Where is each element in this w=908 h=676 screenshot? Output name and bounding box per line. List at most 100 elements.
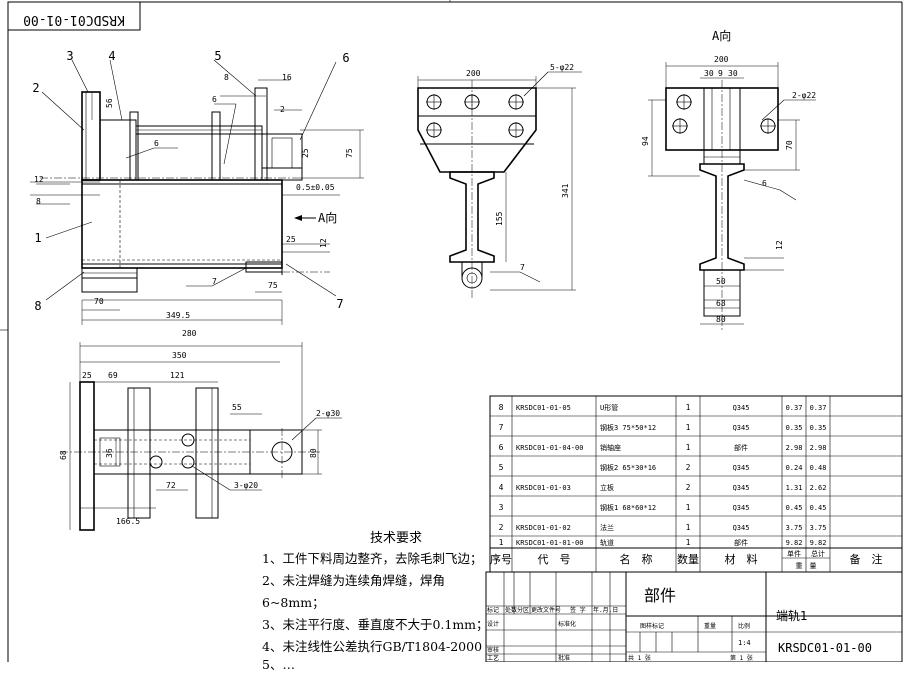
bom-header-code: 代 号 (538, 553, 571, 566)
tech-req-line-4: 3、未注平行度、垂直度不大于0.1mm； (262, 617, 489, 632)
end-dim-50: 50 (716, 277, 726, 286)
balloon-8: 8 (34, 299, 41, 313)
tb-label-date: 年.月.日 (593, 606, 618, 614)
tb-label-standard: 标准化 (558, 620, 576, 628)
dim-56: 56 (105, 98, 114, 108)
dim-75b: 75 (268, 281, 278, 290)
plan-holes-3: 3-φ20 (234, 481, 258, 490)
dim-tolerance: 0.5±0.05 (296, 183, 335, 192)
end-dim-9: 9 (718, 69, 723, 78)
bom-material: Q345 (733, 404, 750, 412)
balloon-7: 7 (336, 297, 343, 311)
bom-total-weight: 9.82 (810, 539, 827, 547)
bom-qty: 1 (686, 443, 691, 452)
plan-dim-25: 25 (82, 371, 92, 380)
bom-qty: 2 (686, 463, 691, 472)
bom-qty: 1 (686, 403, 691, 412)
plan-dim-350: 350 (172, 351, 187, 360)
bom-total-weight: 0.37 (810, 404, 827, 412)
side-holes: 5-φ22 (550, 63, 574, 72)
dim-8-left: 8 (36, 197, 41, 206)
bom-no: 3 (499, 503, 504, 512)
balloon-2: 2 (32, 81, 39, 95)
bom-header-qty: 数量 (677, 553, 699, 566)
tech-req-line-5: 4、未注线性公差执行GB/T1804-2000 (262, 639, 483, 654)
weld-7b: 7 (520, 263, 525, 272)
tech-req-line-6: 5、… (262, 657, 295, 672)
tb-label-scale: 比例 (738, 622, 750, 630)
tb-label-sign: 签 字 (570, 606, 586, 614)
bom-no: 6 (499, 443, 504, 452)
bom-header-weight: 重 量 (796, 562, 817, 570)
bom-name: 钢板3 75*50*12 (600, 423, 656, 432)
title-category: 部件 (644, 586, 676, 605)
balloon-5: 5 (214, 49, 221, 63)
tb-label-stage: 图样标记 (640, 622, 664, 630)
plan-holes-2: 2-φ30 (316, 409, 340, 418)
title-block (485, 571, 903, 662)
bom-material: 部件 (734, 538, 748, 547)
title-drawing-no: KRSDC01-01-00 (778, 641, 872, 655)
dim-75: 75 (345, 148, 354, 158)
dim-8: 8 (224, 73, 229, 82)
title-scale: 1:4 (738, 639, 751, 647)
end-view (648, 62, 816, 330)
bom-name: 法兰 (600, 523, 614, 532)
bom-row-3: 3 钢板1 68*60*12 1 Q345 0.45 0.45 (499, 503, 827, 512)
end-dim-30b: 30 (728, 69, 738, 78)
bom-material: Q345 (733, 524, 750, 532)
bom-header-total: 总计 (811, 549, 825, 558)
balloon-1: 1 (34, 231, 41, 245)
dim-25: 25 (301, 148, 310, 158)
bom-unit-weight: 0.37 (786, 404, 803, 412)
bom-material: Q345 (733, 424, 750, 432)
bom-no: 5 (499, 463, 504, 472)
bom-unit-weight: 0.45 (786, 504, 803, 512)
tb-label-marks: 标记 (487, 606, 499, 614)
bom-qty: 1 (686, 503, 691, 512)
end-dim-80: 80 (716, 315, 726, 324)
end-dim-70: 70 (785, 140, 794, 150)
end-dim-12: 12 (775, 240, 784, 250)
bom-material: Q345 (733, 464, 750, 472)
bom-unit-weight: 9.82 (786, 539, 803, 547)
plan-dim-121: 121 (170, 371, 185, 380)
dim-25b: 25 (286, 235, 296, 244)
tb-label-weight: 重量 (704, 622, 716, 630)
tb-label-change-doc: 更改文件号 (531, 606, 561, 614)
bom-name: 立板 (600, 483, 614, 492)
bom-no: 2 (499, 523, 504, 532)
dim-12: 12 (319, 238, 328, 248)
bom-no: 4 (499, 483, 504, 492)
dim-12-top: 12 (34, 175, 44, 184)
bom-unit-weight: 2.98 (786, 444, 803, 452)
bom-name: 钢板1 68*60*12 (600, 503, 656, 512)
weld-6b: 6 (154, 139, 159, 148)
bom-header-unit: 单件 (787, 549, 801, 558)
title-part-name: 端轨1 (776, 609, 808, 623)
bom-unit-weight: 1.31 (786, 484, 803, 492)
tb-label-review: 审核 (487, 646, 499, 654)
bom-total-weight: 2.62 (810, 484, 827, 492)
bom-total-weight: 0.35 (810, 424, 827, 432)
plan-dim-55: 55 (232, 403, 242, 412)
bom-header-remark: 备 注 (850, 552, 883, 566)
plan-dim-69: 69 (108, 371, 118, 380)
view-a-arrow-label: A向 (318, 210, 337, 225)
bom-name: U形管 (600, 403, 618, 412)
end-holes: 2-φ22 (792, 91, 816, 100)
dim-70: 70 (94, 297, 104, 306)
tb-label-design: 设计 (487, 620, 499, 628)
balloon-3: 3 (66, 49, 73, 63)
bom-no: 8 (499, 403, 504, 412)
bom-name: 钢板2 65*30*16 (600, 463, 656, 472)
bom-code: KRSDC01-01-03 (516, 484, 571, 492)
end-dim-68: 68 (716, 299, 726, 308)
bom-material: Q345 (733, 504, 750, 512)
end-dim-30: 30 (704, 69, 714, 78)
end-dim-94: 94 (641, 136, 650, 146)
end-dim-200: 200 (714, 55, 729, 64)
plan-dim-80: 80 (309, 448, 318, 458)
bom-code: KRSDC01-01-05 (516, 404, 571, 412)
bom-total-weight: 3.75 (810, 524, 827, 532)
